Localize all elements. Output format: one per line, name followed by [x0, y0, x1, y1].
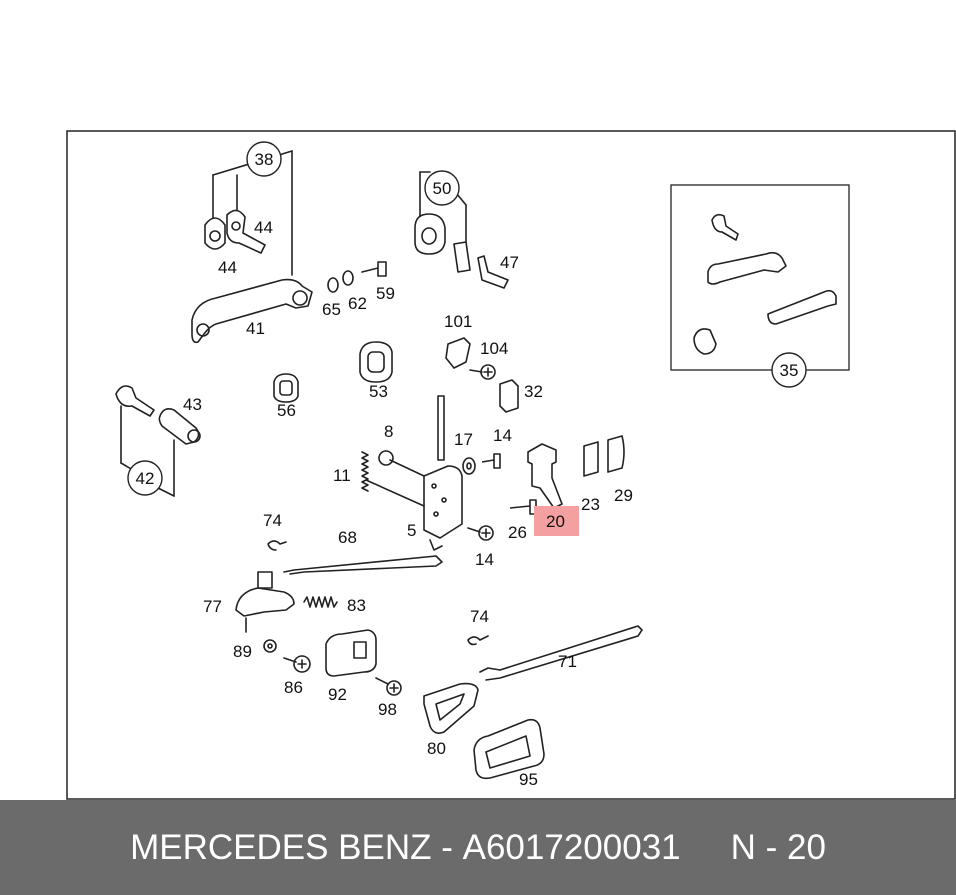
callout-8: 8 [384, 422, 393, 441]
part-89-86-fasteners [245, 617, 311, 673]
part-53-56-trims [273, 341, 393, 403]
part-71-rod [479, 625, 643, 681]
part-68-rod [283, 555, 443, 575]
part-80-inner-handle [423, 682, 479, 734]
callout-104: 104 [480, 339, 508, 358]
part-44-gaskets [204, 209, 266, 254]
part-11-spring [361, 450, 425, 507]
callout-89: 89 [233, 642, 252, 661]
callout-circle-35: 35 [771, 352, 807, 388]
part-23-29-plates [583, 435, 625, 477]
footer-bar: MERCEDES BENZ - A6017200031 N - 20 [0, 800, 956, 895]
callout-32: 32 [524, 382, 543, 401]
callout-11: 11 [333, 466, 351, 485]
diagram-frame [66, 130, 956, 800]
callout-65: 65 [322, 300, 341, 319]
callout-29: 29 [614, 486, 633, 505]
part-20-striker [527, 443, 563, 509]
callout-42: 42 [136, 469, 155, 488]
callout-77: 77 [203, 597, 222, 616]
callout-74-lower: 74 [470, 607, 489, 626]
part-43-lock-cylinder [115, 385, 201, 445]
part-41-outer-handle [191, 278, 313, 344]
callout-80: 80 [427, 739, 446, 758]
callout-circle-42: 42 [127, 460, 163, 496]
callout-98: 98 [378, 700, 397, 719]
part-5-lock-mechanism [423, 395, 463, 551]
callout-53: 53 [369, 382, 388, 401]
callout-35: 35 [780, 361, 799, 380]
callout-101: 101 [444, 312, 472, 331]
part-101-104-32 [445, 337, 519, 413]
callout-43: 43 [183, 395, 202, 414]
part-98-screw [375, 677, 402, 696]
callout-41: 41 [246, 319, 265, 338]
part-65-62-59-fasteners [327, 261, 387, 293]
part-50-seals [414, 213, 509, 289]
part-77-bracket [235, 571, 295, 617]
callout-74-upper: 74 [263, 511, 282, 530]
callout-circle-38: 38 [246, 141, 282, 177]
callout-14-upper: 14 [493, 426, 512, 445]
part-92-inner-trim [325, 629, 377, 677]
callout-47: 47 [500, 253, 519, 272]
callout-38: 38 [255, 150, 274, 169]
callout-50: 50 [433, 179, 452, 198]
footer-position: N - 20 [730, 827, 826, 867]
callout-71: 71 [558, 652, 577, 671]
callout-44-left: 44 [218, 258, 237, 277]
parts-diagram: 38 50 42 35 44 44 41 65 62 59 47 101 104… [66, 130, 956, 800]
callout-92: 92 [328, 685, 347, 704]
callout-59: 59 [376, 284, 395, 303]
callout-5: 5 [407, 521, 416, 540]
part-95-trim [473, 718, 545, 780]
part-26-14-screws [467, 499, 537, 541]
callout-44-right: 44 [254, 218, 273, 237]
part-83-spring [303, 596, 338, 608]
callout-17: 17 [454, 430, 473, 449]
callout-83: 83 [347, 596, 366, 615]
part-74-clip-b [467, 635, 489, 646]
highlight-part-20 [534, 506, 579, 536]
part-74-clip-a [267, 540, 287, 551]
callout-68: 68 [338, 528, 357, 547]
footer-brand: MERCEDES BENZ [130, 827, 432, 867]
inset-35-parts [693, 213, 837, 355]
callout-56: 56 [277, 401, 296, 420]
footer-part-number: A6017200031 [462, 827, 681, 867]
callout-20: 20 [546, 512, 565, 531]
callout-circle-50: 50 [424, 170, 460, 206]
inset-frame-35 [670, 184, 850, 371]
part-17-14-fasteners [462, 453, 501, 475]
callout-95: 95 [519, 770, 538, 789]
callout-86: 86 [284, 678, 303, 697]
callout-14-lower: 14 [475, 550, 494, 569]
callout-62: 62 [348, 294, 367, 313]
callout-26: 26 [508, 523, 527, 542]
callout-23: 23 [581, 495, 600, 514]
footer-dash: - [441, 827, 453, 867]
